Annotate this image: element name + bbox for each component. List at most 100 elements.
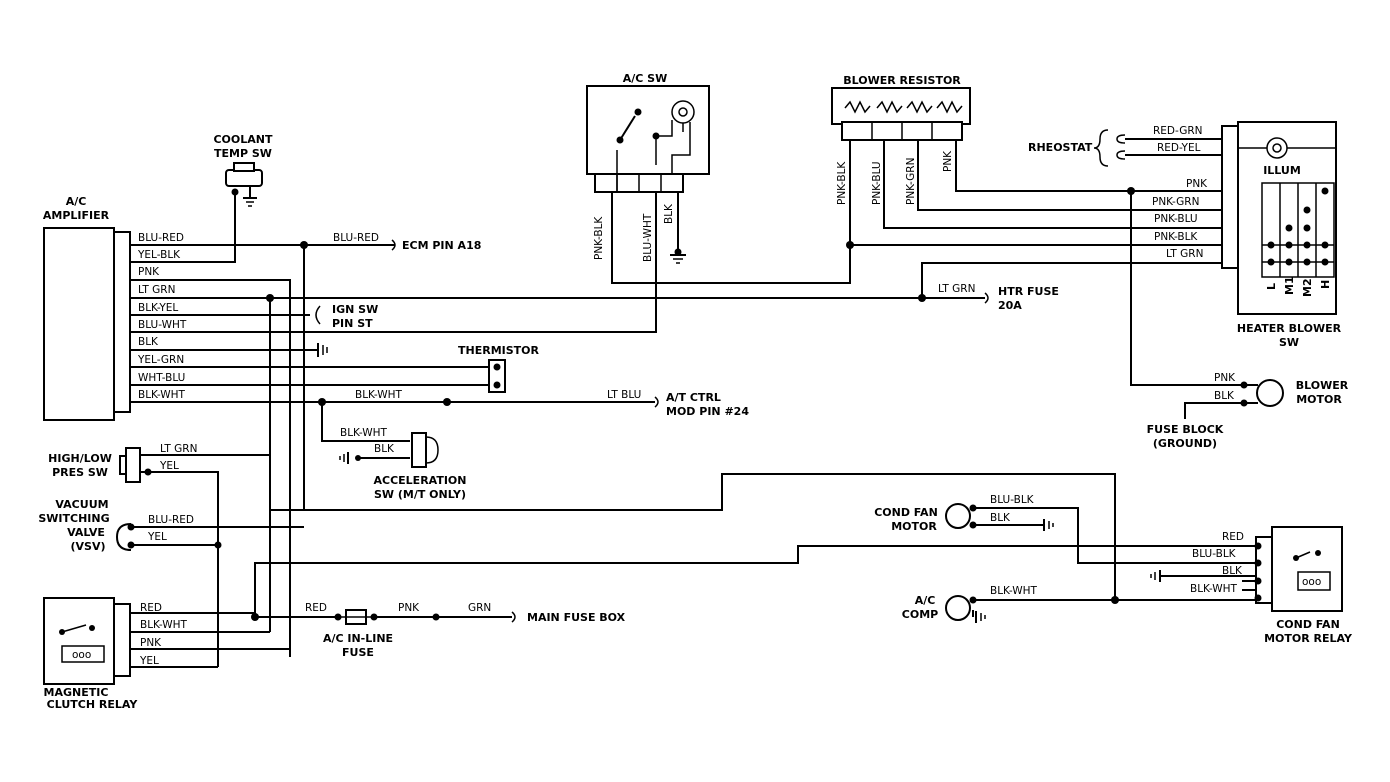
blower-motor-label-1: BLOWER <box>1296 379 1349 392</box>
coolant-temp-sw: COOLANT TEMP SW <box>213 133 273 207</box>
amp-pin-4: BLK-YEL <box>138 302 178 314</box>
ecm-connection: BLU-RED ECM PIN A18 <box>333 232 481 252</box>
pres-label-2: PRES SW <box>52 466 108 479</box>
hsw-wire-4: LT GRN <box>1166 248 1203 260</box>
ac-sw-wire-0: PNK-BLK <box>593 216 605 260</box>
ac-sw: A/C SW <box>586 72 710 193</box>
vsv-wire-1: YEL <box>147 531 167 543</box>
amp-pin-6: BLK <box>138 336 159 348</box>
amp-pin-9: BLK-WHT <box>138 389 185 401</box>
coolant-label-1: COOLANT <box>213 133 273 146</box>
pres-label-1: HIGH/LOW <box>48 452 112 465</box>
mag-relay-label-1: MAGNETIC <box>44 686 109 699</box>
cond-relay-label-1: COND FAN <box>1276 618 1340 631</box>
blower-motor-label-2: MOTOR <box>1296 393 1342 406</box>
amplifier-wires <box>130 180 922 657</box>
amp-pin-3: LT GRN <box>138 284 175 296</box>
ign-sw-connection: IGN SW PIN ST <box>315 303 378 330</box>
at-ctrl-connection: BLK-WHT LT BLU A/T CTRL MOD PIN #24 <box>355 389 749 418</box>
blower-resistor: BLOWER RESISTOR <box>831 74 971 141</box>
at-ctrl-label-1: A/T CTRL <box>666 391 721 404</box>
heater-sw-label-1: HEATER BLOWER <box>1237 322 1342 335</box>
htr-fuse-label-2: 20A <box>998 299 1022 312</box>
vsv-label-2: SWITCHING <box>38 512 109 525</box>
ac-amplifier-label-2: AMPLIFIER <box>43 209 110 222</box>
mag-pin-2: PNK <box>140 637 162 649</box>
cond-fan-motor: COND FAN MOTOR BLU-BLK BLK <box>874 494 1258 564</box>
cond-fan-wire-1: BLK <box>990 512 1011 524</box>
ecm-wire-label: BLU-RED <box>333 232 379 244</box>
fuse-block-label-2: (GROUND) <box>1153 437 1217 450</box>
resistor-wire-3: PNK <box>942 150 954 172</box>
blower-motor: PNK BLK BLOWER MOTOR FUSE BLOCK (GROUND) <box>1127 187 1349 450</box>
amp-pin-1: YEL-BLK <box>137 249 181 261</box>
rheostat: RHEOSTAT RED-GRN RED-YEL <box>1028 125 1222 167</box>
ac-amplifier: A/C AMPLIFIER <box>43 195 131 421</box>
bm-wire-1: BLK <box>1214 390 1235 402</box>
ac-sw-wires: PNK-BLK BLU-WHT BLK <box>593 120 851 332</box>
hbs-pos-2: M2 <box>1301 278 1314 297</box>
htr-fuse-label-1: HTR FUSE <box>998 285 1059 298</box>
accel-wire-1: BLK <box>374 443 395 455</box>
cond-fan-label-2: MOTOR <box>891 520 937 533</box>
vsv-label-4: (VSV) <box>70 540 105 553</box>
cond-relay-pin-1: BLU-BLK <box>1192 548 1237 560</box>
lt-grn-htr-wire: LT GRN HTR FUSE 20A <box>918 262 1222 312</box>
ac-amplifier-label-1: A/C <box>66 195 87 208</box>
ecm-pin-label: ECM PIN A18 <box>402 239 481 252</box>
amp-pin-7: YEL-GRN <box>137 354 184 366</box>
at-wire-right: LT BLU <box>607 389 641 401</box>
hsw-wire-1: PNK-GRN <box>1152 196 1199 208</box>
pres-wire-0: LT GRN <box>160 443 197 455</box>
accel-wire-0: BLK-WHT <box>340 427 387 439</box>
accel-label-2: SW (M/T ONLY) <box>374 488 466 501</box>
ign-sw-label-2: PIN ST <box>332 317 373 330</box>
ac-sw-wire-1: BLU-WHT <box>642 213 654 262</box>
fuse-block-label-1: FUSE BLOCK <box>1147 423 1224 436</box>
hbs-pos-3: H <box>1319 280 1332 289</box>
vsv-wire-0: BLU-RED <box>148 514 194 526</box>
at-wire-left: BLK-WHT <box>355 389 402 401</box>
cond-relay-pin-2: BLK <box>1222 565 1243 577</box>
inline-fuse-label-2: FUSE <box>342 646 374 659</box>
mag-relay-label-2: CLUTCH RELAY <box>47 698 139 711</box>
mag-pin-3: YEL <box>139 655 159 667</box>
amp-pin-2: PNK <box>138 266 160 278</box>
fuse-wire-grn: GRN <box>468 602 491 614</box>
fuse-wire-red: RED <box>305 602 327 614</box>
ac-sw-wire-2: BLK <box>663 203 675 224</box>
vsv: VACUUM SWITCHING VALVE (VSV) BLU-RED YEL <box>38 498 304 553</box>
main-fuse-box-label: MAIN FUSE BOX <box>527 611 626 624</box>
ign-sw-label-1: IGN SW <box>332 303 378 316</box>
cond-fan-wire-0: BLU-BLK <box>990 494 1035 506</box>
acceleration-sw: BLK-WHT BLK ACCELERATION SW (M/T ONLY) <box>321 402 466 501</box>
high-low-pres-sw: HIGH/LOW PRES SW LT GRN YEL <box>48 298 271 667</box>
htr-wire-label: LT GRN <box>938 283 975 295</box>
at-ctrl-label-2: MOD PIN #24 <box>666 405 749 418</box>
ac-sw-label: A/C SW <box>623 72 668 85</box>
blower-resistor-label: BLOWER RESISTOR <box>843 74 961 87</box>
hsw-wire-3: PNK-BLK <box>1154 231 1198 243</box>
resistor-wire-2: PNK-GRN <box>905 158 917 205</box>
ac-comp-label-1: A/C <box>915 594 936 607</box>
magnetic-clutch-relay: ooo MAGNETIC CLUTCH RELAY RED BLK-WHT PN… <box>43 597 290 711</box>
cond-fan-label-1: COND FAN <box>874 506 938 519</box>
ac-comp-wire: BLK-WHT <box>990 585 1037 597</box>
amp-blk-ground-icon <box>317 343 328 357</box>
heater-sw-label-2: SW <box>1279 336 1299 349</box>
cond-relay-pin-0: RED <box>1222 531 1244 543</box>
hsw-wire-2: PNK-BLU <box>1154 213 1198 225</box>
vsv-label-3: VALVE <box>67 526 105 539</box>
rheostat-wire-0: RED-GRN <box>1153 125 1202 137</box>
hsw-wire-0: PNK <box>1186 178 1208 190</box>
amp-pin-5: BLU-WHT <box>138 319 187 331</box>
amplifier-pin-labels: BLU-RED YEL-BLK PNK LT GRN BLK-YEL BLU-W… <box>137 232 187 401</box>
fuse-wire-pnk: PNK <box>398 602 420 614</box>
vsv-label-1: VACUUM <box>55 498 108 511</box>
heater-blower-sw: ILLUM L M1 M2 H HEATER BLOWER SW <box>1221 121 1342 349</box>
resistor-wire-0: PNK-BLK <box>836 161 848 205</box>
cond-relay-coil: ooo <box>1302 576 1321 588</box>
heater-sw-wire-labels: PNK PNK-GRN PNK-BLU PNK-BLK LT GRN <box>1152 178 1208 260</box>
ac-comp: A/C COMP BLK-WHT <box>902 585 1258 623</box>
